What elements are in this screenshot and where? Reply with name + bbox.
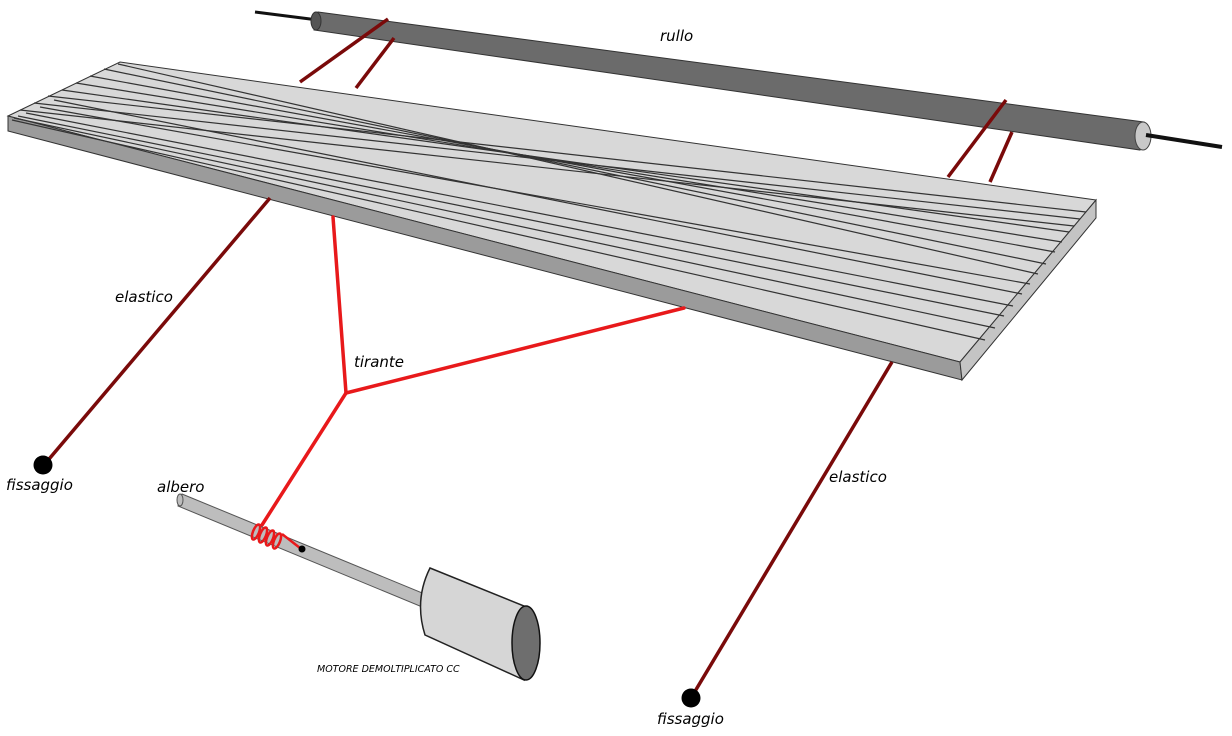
- tie-rod-coil: [250, 523, 301, 550]
- roller-cords: [298, 17, 1014, 183]
- anchor-left: [33, 455, 53, 475]
- label-motor: MOTORE DEMOLTIPLICATO CC: [317, 664, 460, 675]
- board: [6, 61, 1097, 382]
- roller-cord-right-b: [988, 131, 1014, 183]
- label-elastic-right: elastico: [829, 468, 887, 486]
- tie-rod-branch-right: [344, 306, 686, 395]
- roller-cord-right-a: [946, 98, 1008, 179]
- shaft-body: [177, 493, 433, 610]
- anchor-right: [681, 688, 701, 708]
- motor-body: [419, 567, 525, 682]
- shaft-tip: [176, 493, 184, 507]
- motor-face: [511, 605, 541, 681]
- label-anchor-right: fissaggio: [657, 710, 724, 728]
- label-tie-rod: tirante: [354, 353, 404, 371]
- elastic-cords: [42, 196, 894, 699]
- roller-left-cap: [310, 11, 322, 31]
- label-roller: rullo: [660, 27, 693, 45]
- tie-rod-branch-left: [331, 215, 348, 395]
- label-shaft: albero: [157, 478, 204, 496]
- label-anchor-left: fissaggio: [6, 476, 73, 494]
- roller-axle-left: [254, 10, 319, 22]
- elastic-cord-right: [689, 361, 894, 699]
- roller-axle-right: [1145, 133, 1223, 149]
- shaft-pin: [298, 545, 306, 553]
- tie-rod: [260, 215, 686, 527]
- motor: [419, 567, 541, 682]
- board-grooves: [11, 63, 1087, 341]
- label-elastic-left: elastico: [115, 288, 173, 306]
- tie-rod-lower: [260, 391, 348, 527]
- roller-cord-left-a: [298, 17, 390, 84]
- shaft: [176, 493, 433, 610]
- board-side: [959, 198, 1097, 382]
- elastic-cord-left: [42, 196, 272, 467]
- roller: [310, 11, 1152, 151]
- roller-cord-left-b: [354, 36, 396, 90]
